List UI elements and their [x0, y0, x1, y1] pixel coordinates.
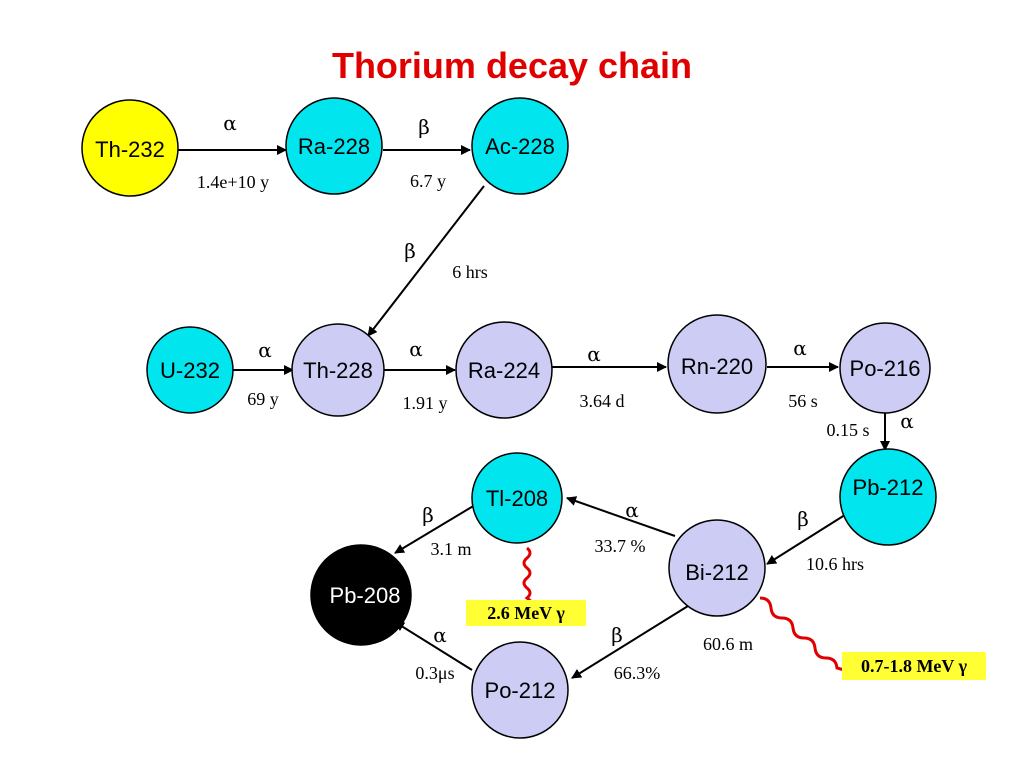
decay-mode-label: α [433, 623, 447, 647]
half-life-label: 0.3μs [415, 663, 454, 683]
nuclide-u232: U-232 [146, 326, 234, 414]
decay-mode-label: α [223, 111, 237, 135]
half-life-label: 10.6 hrs [806, 554, 864, 574]
decay-mode-label: α [587, 342, 601, 366]
nuclide-label: Bi-212 [685, 560, 749, 585]
gamma-label: 2.6 MeV γ [487, 603, 565, 623]
half-life-label: 56 s [788, 391, 818, 411]
nuclide-label: Pb-208 [330, 583, 401, 608]
half-life-label: 60.6 m [703, 634, 753, 654]
half-life-label: 69 y [247, 389, 279, 409]
nuclide-rn220: Rn-220 [667, 314, 767, 414]
branch-label: 33.7 % [595, 536, 646, 556]
nuclide-label: Pb-212 [853, 475, 924, 500]
decay-mode-label: α [258, 338, 272, 362]
nuclide-label: Th-232 [95, 137, 165, 162]
nuclide-pb208: Pb-208 [310, 544, 412, 646]
gamma-label: 0.7-1.8 MeV γ [861, 656, 968, 676]
half-life-label: 1.91 y [403, 393, 448, 413]
nuclide-label: Rn-220 [681, 354, 753, 379]
branch-label: 66.3% [614, 663, 661, 683]
nuclide-label: Po-216 [850, 356, 921, 381]
gamma-wave-bi212 [759, 596, 852, 674]
decay-mode-label: β [422, 503, 434, 527]
nuclide-po212: Po-212 [471, 641, 569, 739]
half-life-label: 6 hrs [452, 262, 488, 282]
half-life-label: 0.15 s [826, 420, 869, 440]
nuclide-bi212: Bi-212 [668, 519, 766, 617]
nuclide-th228: Th-228 [291, 323, 385, 417]
decay-mode-label: α [900, 409, 914, 433]
gamma-wave-tl208 [522, 546, 534, 605]
half-life-label: 3.64 d [580, 391, 625, 411]
nuclide-label: Th-228 [303, 358, 373, 383]
nuclide-tl208: Tl-208 [471, 452, 563, 544]
nuclide-label: Ac-228 [485, 134, 555, 159]
decay-mode-label: α [409, 337, 423, 361]
arrow-bi212-po212 [571, 605, 689, 679]
half-life-label: 6.7 y [410, 171, 446, 191]
decay-mode-label: α [793, 336, 807, 360]
gamma-box-tl208: 2.6 MeV γ [466, 600, 586, 626]
gamma-box-bi212: 0.7-1.8 MeV γ [842, 652, 986, 680]
nuclide-pb212: Pb-212 [839, 448, 937, 546]
nuclide-label: Tl-208 [486, 486, 548, 511]
decay-mode-label: β [418, 115, 430, 139]
decay-mode-label: β [797, 507, 809, 531]
arrow-ac228-th228 [367, 185, 485, 337]
nuclide-ra228: Ra-228 [285, 97, 383, 195]
nuclide-label: Ra-224 [468, 358, 540, 383]
page-title: Thorium decay chain [332, 45, 692, 86]
nuclide-label: Po-212 [485, 678, 556, 703]
half-life-label: 1.4e+10 y [197, 172, 269, 192]
nuclide-label: Ra-228 [298, 134, 370, 159]
decay-mode-label: β [611, 623, 623, 647]
nuclide-th232: Th-232 [81, 99, 179, 197]
arrow-bi212-tl208 [566, 496, 676, 537]
nuclide-ac228: Ac-228 [471, 97, 569, 195]
arrow-pb212-bi212 [766, 512, 849, 565]
arrow-tl208-pb208 [394, 504, 476, 554]
nuclide-label: U-232 [160, 358, 220, 383]
decay-mode-label: β [404, 239, 416, 263]
nuclide-po216: Po-216 [839, 322, 931, 414]
decay-mode-label: α [625, 498, 639, 522]
arrow-po212-pb208 [394, 621, 473, 671]
half-life-label: 3.1 m [430, 539, 471, 559]
nuclide-ra224: Ra-224 [455, 321, 553, 419]
